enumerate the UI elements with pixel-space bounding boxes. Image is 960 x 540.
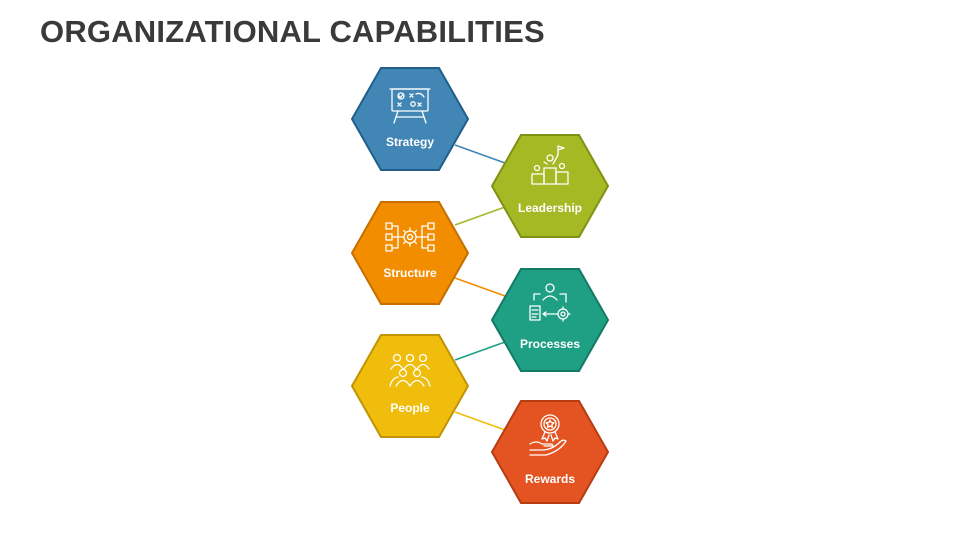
connector-people-rewards (454, 411, 506, 431)
connector-structure-processes (454, 277, 506, 297)
hex-label-rewards: Rewards (525, 472, 575, 486)
people-group-icon (389, 353, 431, 387)
connector-leadership-structure (454, 206, 506, 226)
page-title: ORGANIZATIONAL CAPABILITIES (40, 14, 545, 49)
hex-structure: Structure (350, 201, 470, 305)
strategy-board-icon (389, 88, 431, 124)
hex-shape (490, 400, 610, 504)
leadership-podium-icon (531, 145, 569, 185)
hex-shape (490, 268, 610, 372)
hex-shape (350, 201, 470, 305)
hex-shape (490, 134, 610, 238)
hex-label-strategy: Strategy (386, 135, 434, 149)
hex-people: People (350, 334, 470, 438)
hex-processes: Processes (490, 268, 610, 372)
structure-gear-icon (385, 222, 435, 252)
hex-shape (350, 67, 470, 171)
hex-rewards: Rewards (490, 400, 610, 504)
connector-processes-people (454, 341, 506, 361)
hex-leadership: Leadership (490, 134, 610, 238)
hex-label-leadership: Leadership (518, 201, 582, 215)
connectors (454, 144, 506, 431)
hex-label-people: People (390, 401, 430, 415)
hex-label-structure: Structure (383, 266, 437, 280)
hex-label-processes: Processes (520, 337, 580, 351)
hex-strategy: Strategy (350, 67, 470, 171)
award-hand-icon (529, 414, 567, 456)
process-flow-icon (529, 283, 571, 322)
connector-strategy-leadership (454, 144, 506, 164)
